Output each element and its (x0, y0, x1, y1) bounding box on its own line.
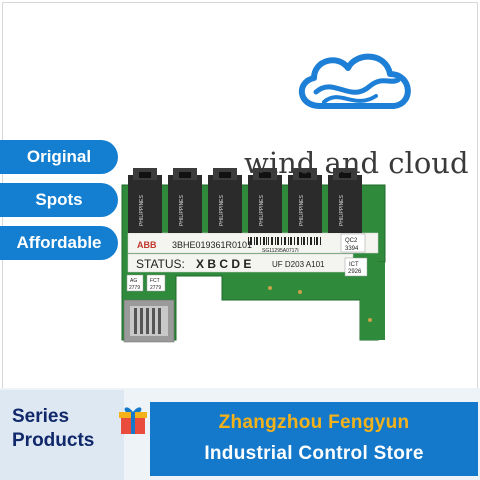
series-panel (0, 390, 124, 480)
connector-text: PHILIPPINES (339, 194, 345, 226)
barcode (248, 237, 321, 245)
tag-spots: Spots (0, 183, 118, 217)
ict-label: ICT (349, 262, 359, 268)
connector-text: PHILIPPINES (299, 194, 305, 226)
label-strip (127, 232, 379, 254)
qc-sticker (340, 233, 366, 253)
tag-affordable: Affordable (0, 226, 118, 260)
via (268, 286, 272, 290)
ag-sticker (126, 274, 144, 292)
board-part-number: 3BHE019361R0101 (172, 240, 252, 250)
ict-value: 2926 (348, 269, 362, 275)
connector (248, 168, 282, 233)
barcode-id: SG11295A0717I (262, 248, 299, 254)
store-panel (150, 402, 478, 476)
connector-text: PHILIPPINES (259, 194, 265, 226)
connector (208, 168, 242, 233)
fct-value: 2779 (150, 285, 161, 291)
cloud-logo-icon (298, 53, 411, 109)
series-products-label: Series Products (12, 405, 94, 453)
connector (328, 168, 362, 233)
connector (168, 168, 202, 233)
edge-connector (123, 299, 175, 343)
store-name-line-2: Industrial Control Store (204, 443, 424, 464)
status-letters: X B C D E (196, 257, 251, 271)
store-name-line-1: Zhangzhou Fengyun (218, 412, 410, 433)
uf-label: UF D203 A101 (272, 260, 325, 269)
connector-text: PHILIPPINES (219, 194, 225, 226)
qc-label: QC2 (345, 238, 358, 244)
board-maker: ABB (137, 240, 157, 250)
ict-sticker (344, 257, 368, 277)
brand-name: wind and cloud (244, 146, 469, 180)
via (368, 318, 372, 322)
via (298, 290, 302, 294)
connector (288, 168, 322, 233)
fct-sticker (146, 274, 166, 292)
qc-value: 3394 (345, 246, 359, 252)
connector-text: PHILIPPINES (139, 194, 145, 226)
connector-text: PHILIPPINES (179, 194, 185, 226)
status-label: STATUS: (136, 257, 185, 271)
gift-icon (119, 407, 147, 434)
connector (128, 168, 162, 233)
optical-connectors (128, 168, 362, 233)
ag-label: AG (130, 278, 137, 284)
series-line-1: Series (12, 406, 70, 427)
fct-label: FCT (150, 278, 160, 284)
series-line-2: Products (12, 430, 95, 451)
ag-value: 2779 (129, 285, 140, 291)
tag-original: Original (0, 140, 118, 174)
